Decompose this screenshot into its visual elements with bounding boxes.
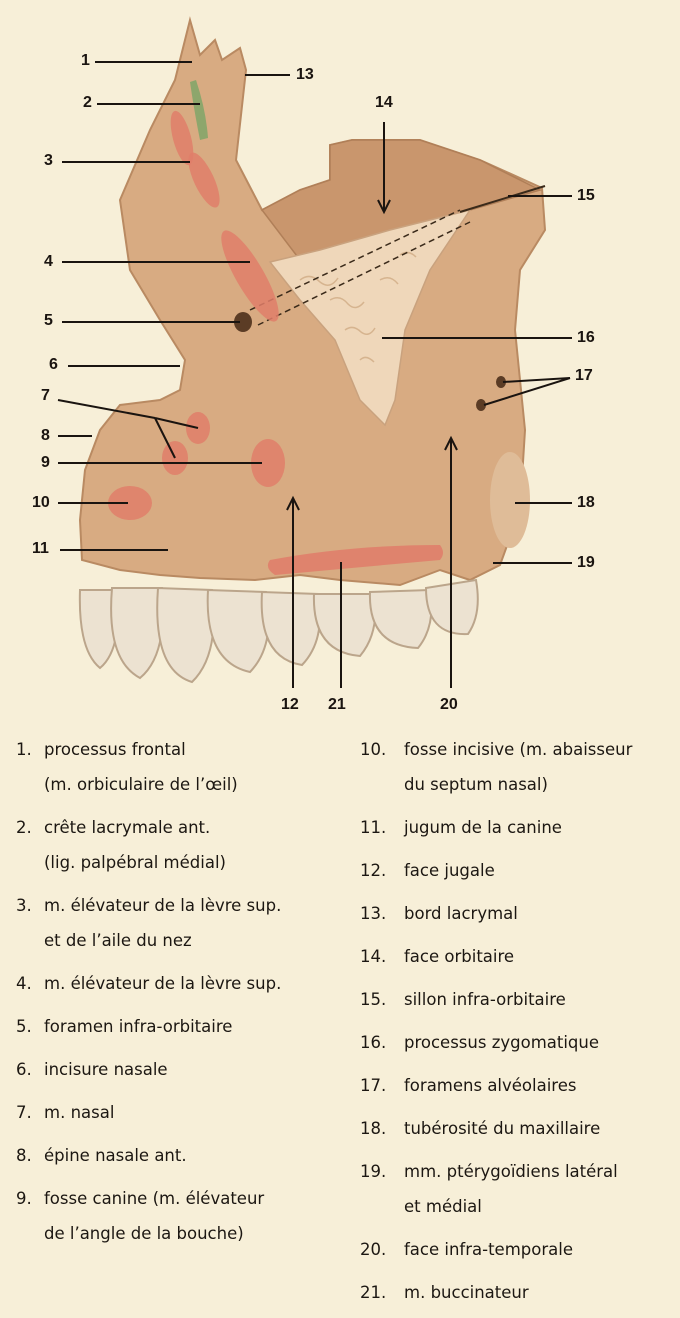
legend-num: 15. [360, 982, 404, 1017]
legend-item: 21.m. buccinateur [360, 1275, 675, 1310]
legend-item: 8.épine nasale ant. [16, 1138, 351, 1173]
legend-item: 7.m. nasal [16, 1095, 351, 1130]
callout-4: 4 [44, 254, 53, 270]
legend-text: face infra-temporale [404, 1232, 675, 1267]
legend-text: processus frontal [44, 732, 351, 767]
legend-item: 17.foramens alvéolaires [360, 1068, 675, 1103]
legend-num: 19. [360, 1154, 404, 1224]
legend-text: foramens alvéolaires [404, 1068, 675, 1103]
legend-text-2: de l’angle de la bouche) [44, 1216, 351, 1251]
legend-item: 6.incisure nasale [16, 1052, 351, 1087]
maxillary-tuberosity [490, 452, 530, 548]
legend-item: 3.m. élévateur de la lèvre sup.et de l’a… [16, 888, 351, 958]
legend-text: épine nasale ant. [44, 1138, 351, 1173]
legend-item: 4.m. élévateur de la lèvre sup. [16, 966, 351, 1001]
legend-item: 13.bord lacrymal [360, 896, 675, 931]
legend-text: bord lacrymal [404, 896, 675, 931]
callout-7: 7 [41, 388, 50, 404]
legend-item: 11.jugum de la canine [360, 810, 675, 845]
legend-text: fosse incisive (m. abaisseur [404, 732, 675, 767]
callout-15: 15 [577, 188, 595, 204]
legend-text: fosse canine (m. élévateur [44, 1181, 351, 1216]
legend-item: 14.face orbitaire [360, 939, 675, 974]
callout-13: 13 [296, 67, 314, 83]
legend-text: face jugale [404, 853, 675, 888]
legend-num: 16. [360, 1025, 404, 1060]
legend-num: 2. [16, 810, 44, 880]
legend-num: 17. [360, 1068, 404, 1103]
legend-item: 15.sillon infra-orbitaire [360, 982, 675, 1017]
legend-text: m. élévateur de la lèvre sup. [44, 966, 351, 1001]
legend-num: 7. [16, 1095, 44, 1130]
legend-text-2: (lig. palpébral médial) [44, 845, 351, 880]
legend-item: 12.face jugale [360, 853, 675, 888]
callout-9: 9 [41, 455, 50, 471]
legend-text-2: (m. orbiculaire de l’œil) [44, 767, 351, 802]
callout-21: 21 [328, 697, 346, 713]
legend-num: 14. [360, 939, 404, 974]
legend-text: crête lacrymale ant. [44, 810, 351, 845]
legend-item: 2.crête lacrymale ant.(lig. palpébral mé… [16, 810, 351, 880]
legend-num: 21. [360, 1275, 404, 1310]
callout-16: 16 [577, 330, 595, 346]
legend-text: sillon infra-orbitaire [404, 982, 675, 1017]
callout-12: 12 [281, 697, 299, 713]
legend-text: m. buccinateur [404, 1275, 675, 1310]
legend-num: 18. [360, 1111, 404, 1146]
callout-3: 3 [44, 153, 53, 169]
legend-num: 8. [16, 1138, 44, 1173]
legend-num: 13. [360, 896, 404, 931]
legend-text: m. nasal [44, 1095, 351, 1130]
callout-11: 11 [32, 541, 49, 557]
legend-num: 12. [360, 853, 404, 888]
legend-text: face orbitaire [404, 939, 675, 974]
legend-item: 5.foramen infra-orbitaire [16, 1009, 351, 1044]
legend-left-column: 1.processus frontal(m. orbiculaire de l’… [16, 732, 351, 1259]
legend: 1.processus frontal(m. orbiculaire de l’… [0, 722, 680, 1263]
legend-text: jugum de la canine [404, 810, 675, 845]
legend-text: processus zygomatique [404, 1025, 675, 1060]
callout-2: 2 [83, 95, 92, 111]
maxilla-drawing [0, 0, 680, 720]
legend-num: 20. [360, 1232, 404, 1267]
legend-num: 11. [360, 810, 404, 845]
callout-10: 10 [32, 495, 50, 511]
callout-19: 19 [577, 555, 595, 571]
legend-item: 20.face infra-temporale [360, 1232, 675, 1267]
legend-num: 9. [16, 1181, 44, 1251]
legend-text-2: et médial [404, 1189, 675, 1224]
teeth-row [80, 580, 478, 682]
callout-17: 17 [575, 368, 593, 384]
legend-num: 5. [16, 1009, 44, 1044]
legend-item: 16.processus zygomatique [360, 1025, 675, 1060]
legend-text: incisure nasale [44, 1052, 351, 1087]
legend-text: mm. ptérygoïdiens latéral [404, 1154, 675, 1189]
legend-num: 1. [16, 732, 44, 802]
legend-num: 6. [16, 1052, 44, 1087]
legend-text: m. élévateur de la lèvre sup. [44, 888, 351, 923]
callout-6: 6 [49, 357, 58, 373]
legend-text-2: du septum nasal) [404, 767, 675, 802]
legend-num: 4. [16, 966, 44, 1001]
legend-num: 10. [360, 732, 404, 802]
callout-8: 8 [41, 428, 50, 444]
callout-18: 18 [577, 495, 595, 511]
callout-14: 14 [375, 95, 393, 111]
legend-num: 3. [16, 888, 44, 958]
legend-item: 18.tubérosité du maxillaire [360, 1111, 675, 1146]
callout-5: 5 [44, 313, 53, 329]
legend-text: tubérosité du maxillaire [404, 1111, 675, 1146]
callout-1: 1 [81, 53, 90, 69]
maxilla-illustration: 1 2 3 4 5 6 7 8 9 10 11 13 14 15 16 17 1… [0, 0, 680, 720]
legend-text-2: et de l’aile du nez [44, 923, 351, 958]
legend-item: 1.processus frontal(m. orbiculaire de l’… [16, 732, 351, 802]
legend-text: foramen infra-orbitaire [44, 1009, 351, 1044]
callout-20: 20 [440, 697, 458, 713]
